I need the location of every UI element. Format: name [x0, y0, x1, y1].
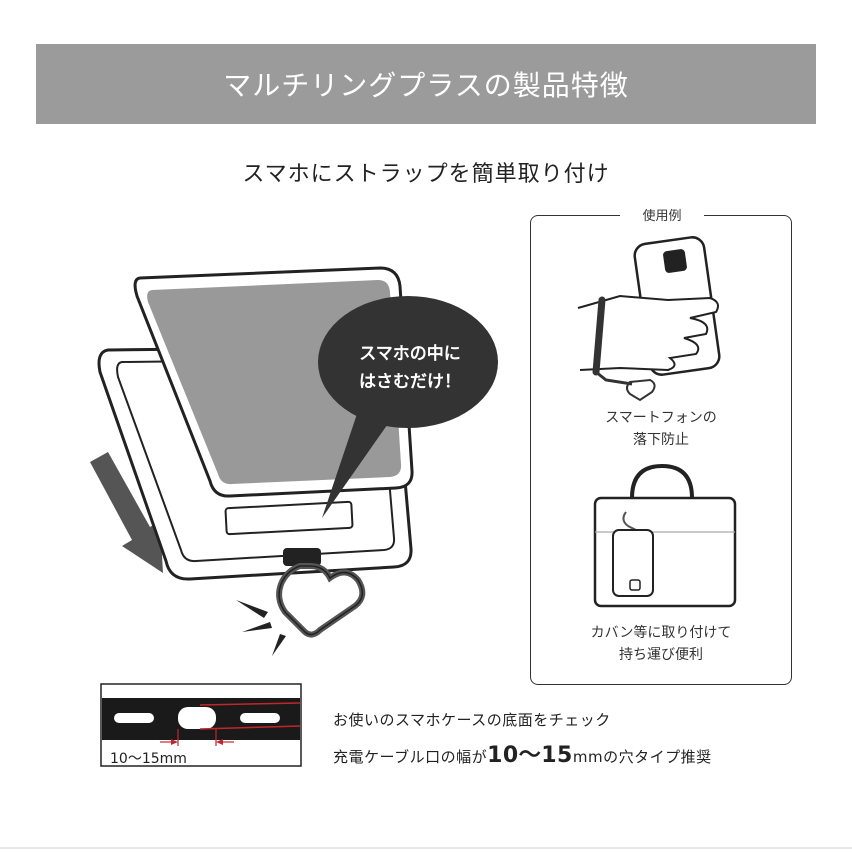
check-line2-prefix: 充電ケーブル口の幅が: [333, 748, 488, 766]
bubble-line-1: スマホの中に: [359, 344, 461, 364]
usage-caption-drop-prevention: スマートフォンの 落下防止: [530, 407, 792, 451]
check-line-2: 充電ケーブル口の幅が10〜15mmの穴タイプ推奨: [333, 737, 712, 769]
check-line-1: お使いのスマホケースの底面をチェック: [333, 711, 611, 729]
bag-icon: [593, 463, 737, 608]
check-tilde: 〜: [518, 743, 542, 768]
caption1-line1: スマートフォンの: [605, 410, 717, 426]
caption2-line2: 持ち運び便利: [619, 647, 703, 663]
bottom-divider: [0, 847, 852, 849]
caption1-line2: 落下防止: [633, 432, 689, 448]
subtitle: スマホにストラップを簡単取り付け: [242, 162, 610, 187]
check-num-1: 10: [487, 743, 519, 768]
measure-label: 10〜15mm: [110, 751, 187, 767]
usage-caption-bag: カバン等に取り付けて 持ち運び便利: [530, 622, 792, 666]
strap-slot: [224, 500, 354, 536]
speech-bubble: [318, 296, 498, 518]
bubble-line-2: はさむだけ！: [359, 372, 461, 392]
click-mark-icon: [236, 600, 286, 656]
banner-title: マルチリングプラスの製品特徴: [223, 69, 629, 102]
bubble-text: スマホの中に はさむだけ！: [330, 340, 490, 396]
check-num-2: 15: [541, 743, 573, 768]
hand-phone-icon: [577, 236, 721, 402]
usage-title: 使用例: [620, 205, 704, 224]
heart-ring-icon: [276, 548, 366, 638]
down-arrow-icon: [90, 452, 163, 573]
caption2-line1: カバン等に取り付けて: [590, 625, 732, 641]
header-banner: マルチリングプラスの製品特徴: [36, 44, 816, 124]
check-line2-suffix: mmの穴タイプ推奨: [572, 748, 712, 766]
